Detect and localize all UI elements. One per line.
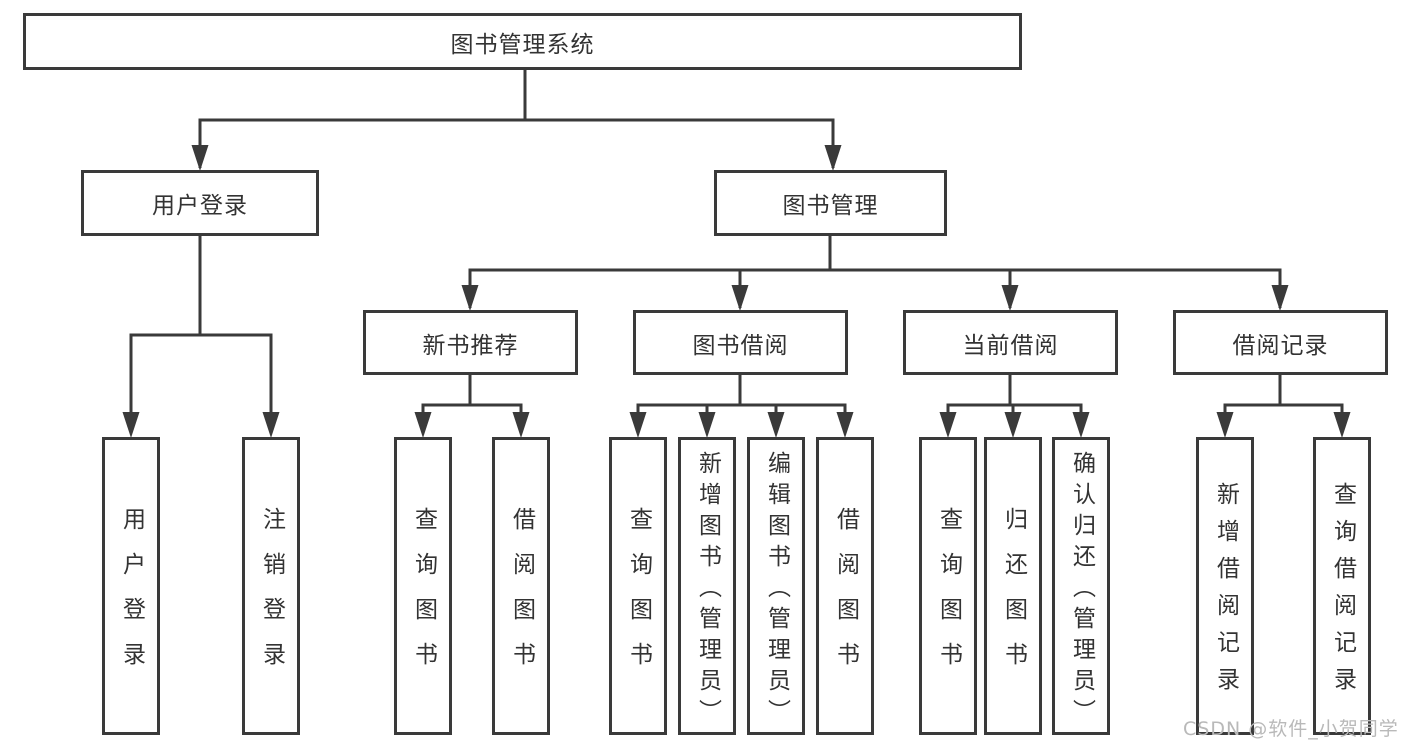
node-new-book-recommend: 新书推荐 bbox=[363, 310, 578, 375]
node-label: 图书管理系统 bbox=[450, 31, 595, 58]
node-label: 当前借阅 bbox=[962, 332, 1059, 359]
leaf-label: 新增图书（管理员） bbox=[694, 450, 721, 730]
node-book-borrow: 图书借阅 bbox=[633, 310, 848, 375]
leaf-label: 用户登录 bbox=[118, 507, 145, 687]
leaf-edit-book-admin: 编辑图书（管理员） bbox=[747, 437, 805, 735]
leaf-return-book: 归还图书 bbox=[984, 437, 1042, 735]
leaf-label: 确认归还（管理员） bbox=[1068, 450, 1095, 730]
node-label: 用户登录 bbox=[152, 193, 248, 219]
node-user-login: 用户登录 bbox=[81, 170, 319, 236]
node-borrow-records: 借阅记录 bbox=[1173, 310, 1388, 375]
leaf-label: 新增借阅记录 bbox=[1212, 482, 1239, 704]
csdn-watermark: CSDN @软件_小贺同学 bbox=[1183, 718, 1399, 740]
leaf-label: 查询借阅记录 bbox=[1329, 482, 1356, 704]
leaf-query-books-current: 查询图书 bbox=[919, 437, 977, 735]
node-label: 图书管理 bbox=[782, 193, 879, 219]
node-current-borrow: 当前借阅 bbox=[903, 310, 1118, 375]
leaf-add-book-admin: 新增图书（管理员） bbox=[678, 437, 736, 735]
node-label: 新书推荐 bbox=[422, 332, 519, 359]
leaf-query-books-recommend: 查询图书 bbox=[394, 437, 452, 735]
node-book-management: 图书管理 bbox=[714, 170, 947, 236]
leaf-label: 查询图书 bbox=[410, 507, 437, 687]
leaf-label: 编辑图书（管理员） bbox=[763, 450, 790, 730]
leaf-label: 借阅图书 bbox=[832, 507, 859, 687]
leaf-label: 查询图书 bbox=[935, 507, 962, 687]
leaf-confirm-return-admin: 确认归还（管理员） bbox=[1052, 437, 1110, 735]
leaf-borrow-books-recommend: 借阅图书 bbox=[492, 437, 550, 735]
leaf-label: 借阅图书 bbox=[508, 507, 535, 687]
arrowheads bbox=[122, 145, 1351, 438]
leaf-user-login: 用户登录 bbox=[102, 437, 160, 735]
leaf-label: 注销登录 bbox=[258, 507, 285, 687]
node-label: 图书借阅 bbox=[692, 332, 789, 359]
leaf-logout: 注销登录 bbox=[242, 437, 300, 735]
leaf-query-borrow-record: 查询借阅记录 bbox=[1313, 437, 1371, 735]
node-library-management-system: 图书管理系统 bbox=[23, 13, 1022, 70]
leaf-label: 查询图书 bbox=[625, 507, 652, 687]
leaf-borrow-books: 借阅图书 bbox=[816, 437, 874, 735]
leaf-query-books-borrow: 查询图书 bbox=[609, 437, 667, 735]
node-label: 借阅记录 bbox=[1232, 332, 1329, 359]
leaf-add-borrow-record: 新增借阅记录 bbox=[1196, 437, 1254, 735]
leaf-label: 归还图书 bbox=[1000, 507, 1027, 687]
